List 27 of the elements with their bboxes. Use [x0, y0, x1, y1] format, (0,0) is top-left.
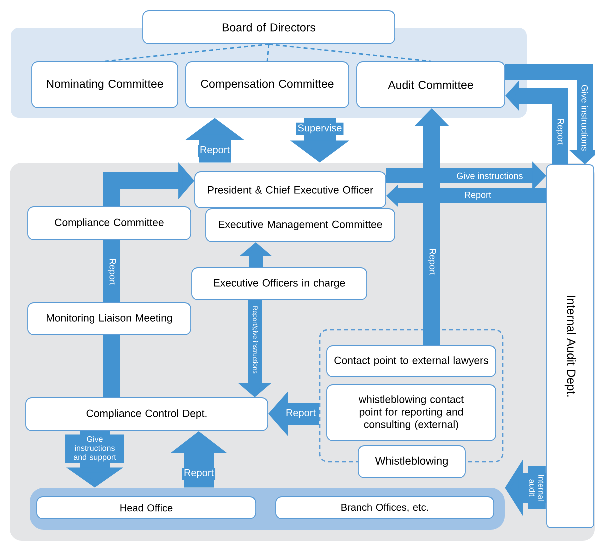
- org-box: Branch Offices, etc.: [276, 496, 494, 520]
- org-box: Executive Management Committee: [206, 208, 396, 242]
- org-box: President & Chief Executive Officer: [194, 172, 386, 208]
- dashed-line: [266, 44, 270, 62]
- org-box: Audit Committee: [356, 62, 506, 108]
- org-box: Internal Audit Dept.: [546, 164, 594, 528]
- org-box: Compliance Committee: [28, 206, 192, 240]
- edge-label: Give instructions: [580, 83, 590, 153]
- org-box: Head Office: [36, 496, 256, 520]
- org-box: Compensation Committee: [186, 62, 350, 108]
- org-box: Contact point to external lawyers: [326, 346, 496, 378]
- edge-label: Report: [284, 408, 318, 420]
- edge-label: Give instructions: [455, 171, 525, 181]
- org-box: Board of Directors: [142, 10, 396, 44]
- edge-label: Supervise: [296, 122, 344, 136]
- dashed-line: [104, 44, 270, 62]
- edge-label: Give instructions and support: [66, 434, 124, 464]
- group-label-box: Whistleblowing: [358, 446, 466, 478]
- edge-label: Report: [182, 468, 216, 480]
- org-box: Monitoring Liaison Meeting: [28, 302, 192, 336]
- org-box: Compliance Control Dept.: [26, 398, 268, 432]
- org-box: whistleblowing contact point for reporting and consulting (external): [326, 384, 496, 442]
- edge-label: Report: [198, 145, 232, 157]
- dashed-line: [268, 44, 432, 62]
- org-box: Nominating Committee: [32, 62, 178, 108]
- edge-label: Internal audit: [528, 466, 546, 510]
- org-box: Executive Officers in charge: [192, 268, 368, 300]
